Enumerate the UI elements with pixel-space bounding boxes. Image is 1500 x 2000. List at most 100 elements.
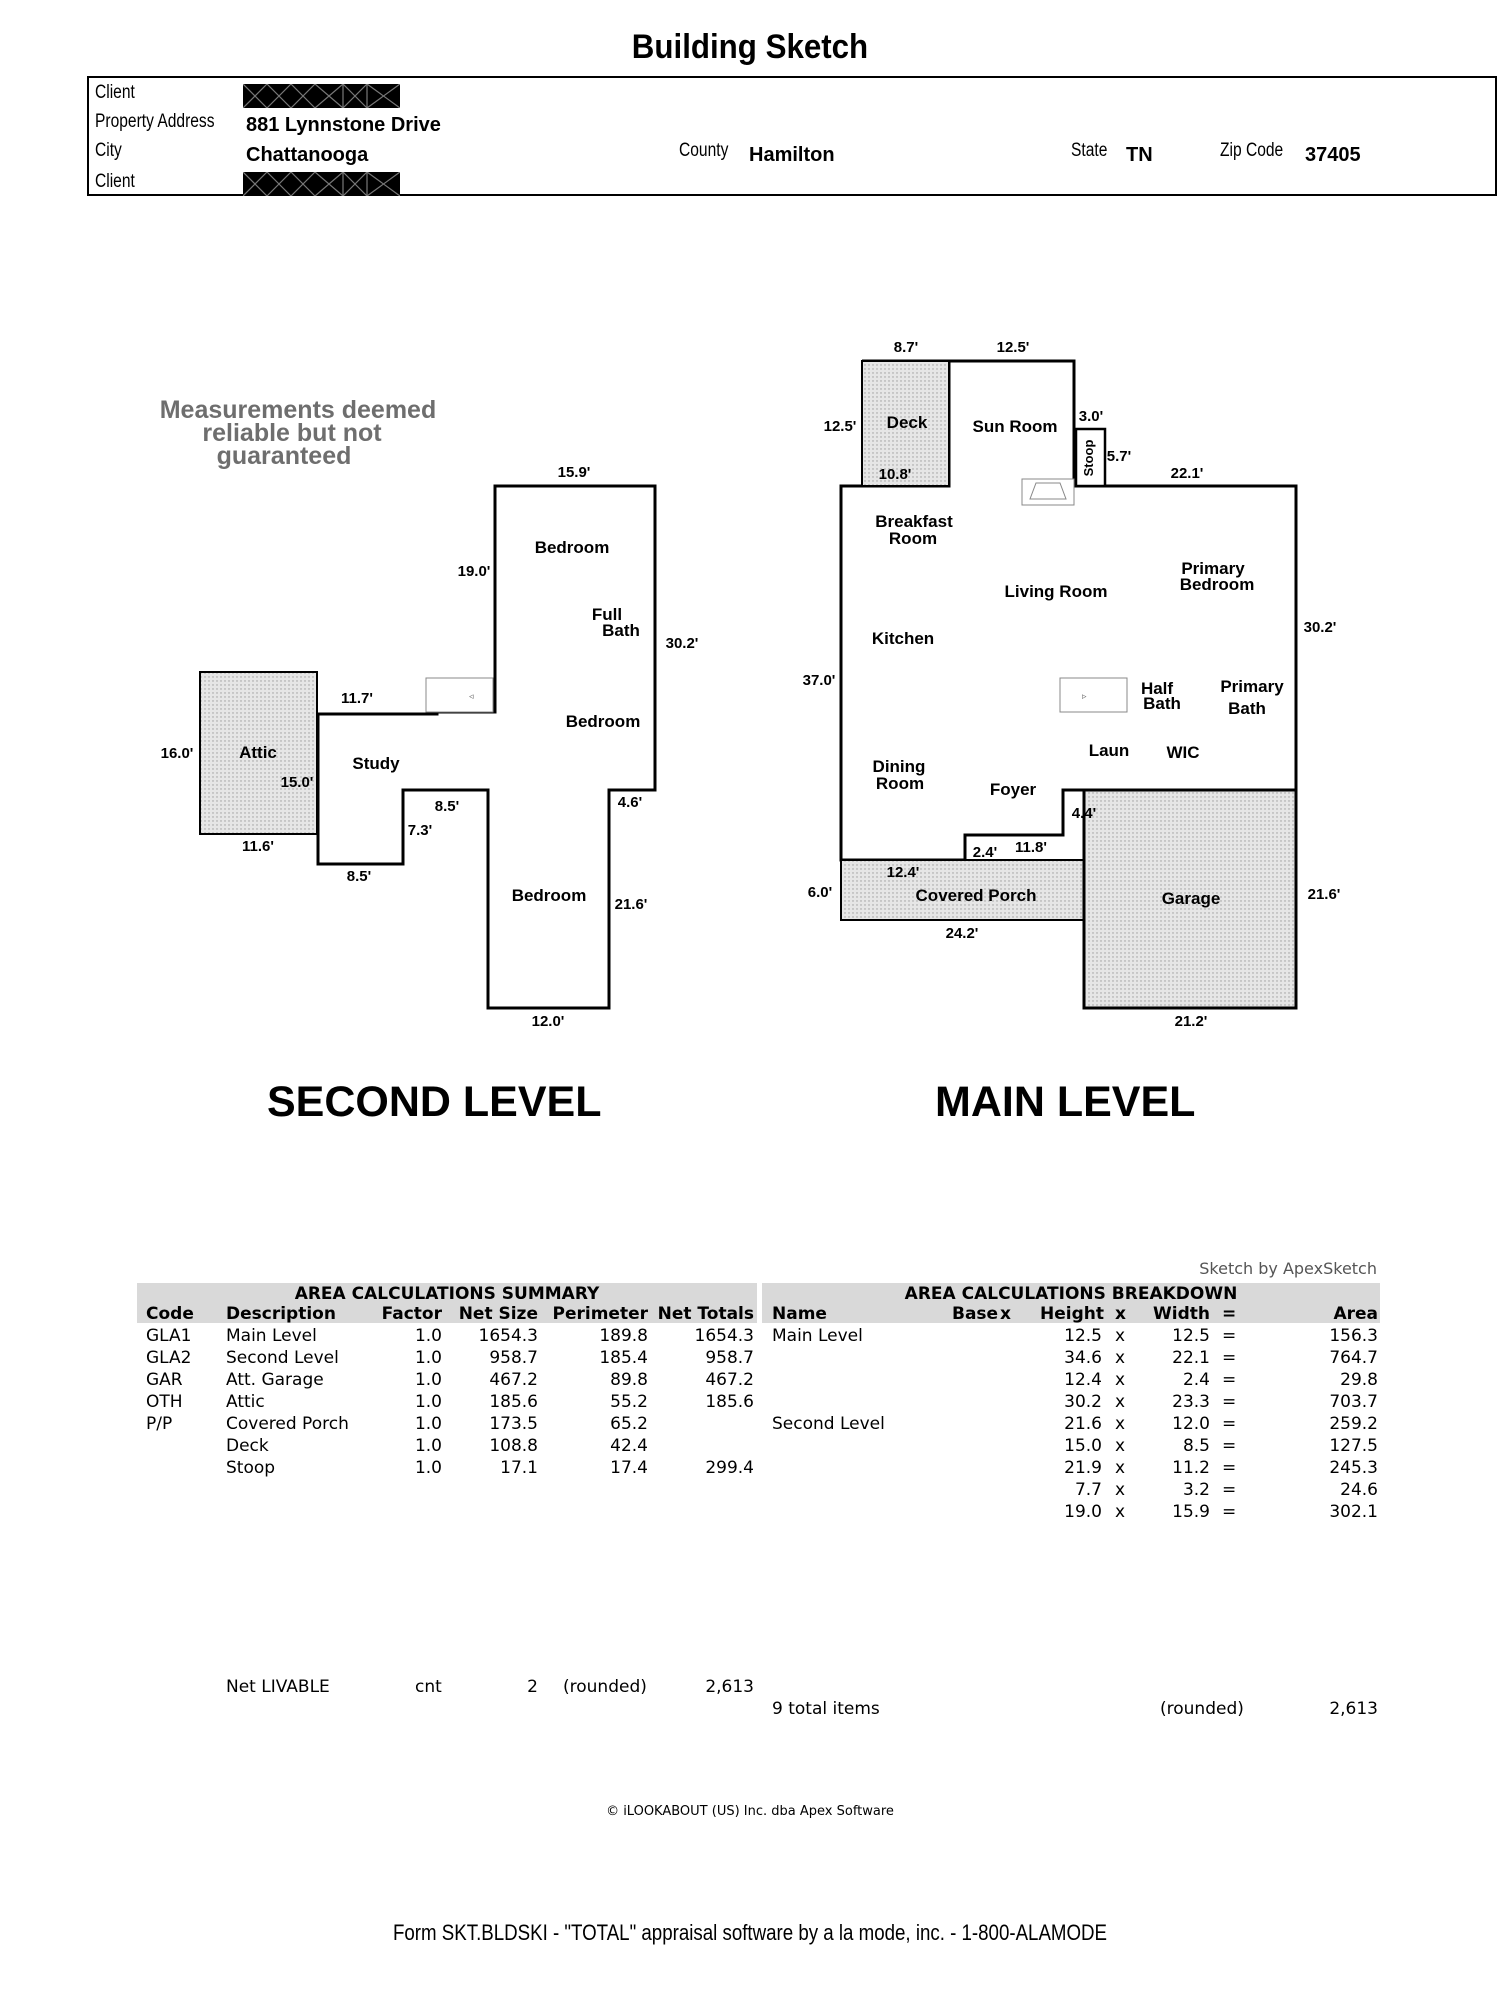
summary-cell: 185.6 xyxy=(489,1392,538,1412)
breakdown-header: Width xyxy=(1153,1304,1210,1324)
dimension-label: 12.5' xyxy=(997,339,1030,356)
main-level-room-labels: Deck Sun Room Stoop Breakfast Room Livin… xyxy=(872,413,1284,908)
stair-symbol xyxy=(425,677,494,713)
breakdown-header: Area xyxy=(1333,1304,1378,1324)
breakdown-footer-items: 9 total items xyxy=(772,1699,880,1719)
copyright: © iLOOKABOUT (US) Inc. dba Apex Software xyxy=(606,1804,894,1819)
breakdown-cell: 21.6 xyxy=(1064,1414,1102,1434)
deck-area xyxy=(861,360,950,487)
summary-cell: 1.0 xyxy=(414,1326,442,1346)
breakdown-cell: x xyxy=(1115,1414,1126,1434)
summary-footer-rounded: (rounded) xyxy=(563,1677,647,1697)
breakdown-cell: 12.5 xyxy=(1172,1326,1210,1346)
breakdown-cell: = xyxy=(1222,1480,1237,1500)
breakdown-cell: = xyxy=(1222,1326,1237,1346)
floor-plan-sketch: Measurements deemed reliable but not gua… xyxy=(160,339,1341,1030)
breakdown-cell: 7.7 xyxy=(1074,1480,1102,1500)
svg-text:▹: ▹ xyxy=(1082,691,1087,701)
city-label: City xyxy=(95,140,122,161)
breakdown-cell: 703.7 xyxy=(1329,1392,1378,1412)
breakdown-header: = xyxy=(1222,1304,1237,1324)
summary-cell: Stoop xyxy=(226,1458,276,1478)
dimension-label: 22.1' xyxy=(1171,465,1204,482)
breakdown-cell: 15.0 xyxy=(1064,1436,1102,1456)
room-label: Bath xyxy=(1228,699,1266,718)
dimension-label: 3.0' xyxy=(1079,408,1103,425)
summary-cell: Second Level xyxy=(226,1348,339,1368)
room-label: Bedroom xyxy=(512,886,587,905)
room-label: Study xyxy=(352,754,400,773)
summary-cell: GAR xyxy=(146,1370,183,1390)
client2-label: Client xyxy=(95,171,135,192)
summary-cell: Deck xyxy=(226,1436,269,1456)
summary-cell: 958.7 xyxy=(705,1348,754,1368)
address-label: Property Address xyxy=(95,111,215,132)
dimension-label: 12.5' xyxy=(824,418,857,435)
dimension-label: 11.6' xyxy=(242,838,274,855)
room-label: Dining xyxy=(873,757,926,776)
dimension-label: 12.0' xyxy=(532,1013,565,1030)
breakdown-cell: 29.8 xyxy=(1340,1370,1378,1390)
breakdown-cell: 34.6 xyxy=(1064,1348,1102,1368)
breakdown-cell: 3.2 xyxy=(1182,1480,1210,1500)
room-label: Bedroom xyxy=(566,712,641,731)
summary-header: Factor xyxy=(381,1304,442,1324)
breakdown-cell: x xyxy=(1115,1458,1126,1478)
summary-cell: 467.2 xyxy=(705,1370,754,1390)
breakdown-cell: 2.4 xyxy=(1182,1370,1210,1390)
summary-cell: 89.8 xyxy=(610,1370,648,1390)
room-label: Bath xyxy=(1143,694,1181,713)
breakdown-cell: 21.9 xyxy=(1064,1458,1102,1478)
summary-cell: 467.2 xyxy=(489,1370,538,1390)
summary-cell: 1654.3 xyxy=(694,1326,754,1346)
summary-cell: 189.8 xyxy=(599,1326,648,1346)
summary-cell: 299.4 xyxy=(705,1458,754,1478)
summary-cell: 1.0 xyxy=(414,1414,442,1434)
breakdown-footer-rounded: (rounded) xyxy=(1160,1699,1244,1719)
breakdown-cell: x xyxy=(1115,1326,1126,1346)
stoop-area xyxy=(1074,427,1107,488)
summary-header: Code xyxy=(146,1304,194,1324)
sketch-by-credit: Sketch by ApexSketch xyxy=(1199,1259,1377,1278)
room-label: WIC xyxy=(1166,743,1199,762)
dimension-label: 4.6' xyxy=(618,794,642,811)
dimension-label: 21.6' xyxy=(615,896,648,913)
second-level-room-labels: Bedroom Full Bath Bedroom Attic Study Be… xyxy=(239,538,640,905)
room-label: Covered Porch xyxy=(916,886,1037,905)
summary-cell: 65.2 xyxy=(610,1414,648,1434)
room-label: Kitchen xyxy=(872,629,934,648)
dimension-label: 19.0' xyxy=(458,563,491,580)
summary-cell: 1.0 xyxy=(414,1436,442,1456)
breakdown-header: x xyxy=(1000,1304,1011,1324)
room-label: Garage xyxy=(1162,889,1221,908)
summary-cell: 1.0 xyxy=(414,1458,442,1478)
breakdown-cell: 12.4 xyxy=(1064,1370,1102,1390)
dimension-label: 16.0' xyxy=(161,745,194,762)
summary-cell: Covered Porch xyxy=(226,1414,349,1434)
dimension-label: 10.8' xyxy=(879,466,912,483)
dimension-label: 8.5' xyxy=(347,868,371,885)
dimension-label: 15.9' xyxy=(558,464,591,481)
room-label: Room xyxy=(876,774,924,793)
summary-cell: OTH xyxy=(146,1392,183,1412)
room-label: Bedroom xyxy=(535,538,610,557)
stair-symbol-main xyxy=(1059,677,1128,713)
summary-cell: 173.5 xyxy=(489,1414,538,1434)
dimension-label: 11.7' xyxy=(341,690,373,707)
svg-text:◃: ◃ xyxy=(469,691,474,701)
breakdown-cell: x xyxy=(1115,1370,1126,1390)
property-header: Client Property Address 881 Lynnstone Dr… xyxy=(87,76,1497,196)
main-level-dimensions: 8.7' 12.5' 12.5' 3.0' 5.7' 10.8' 22.1' 3… xyxy=(803,339,1341,1030)
breakdown-cell: Main Level xyxy=(772,1326,863,1346)
breakdown-cell: 764.7 xyxy=(1329,1348,1378,1368)
address-value: 881 Lynnstone Drive xyxy=(246,114,441,136)
summary-cell: 185.6 xyxy=(705,1392,754,1412)
summary-footer-cnt: cnt xyxy=(415,1677,442,1697)
breakdown-cell: 156.3 xyxy=(1329,1326,1378,1346)
attic-area xyxy=(199,671,318,835)
room-label: Primary xyxy=(1220,677,1284,696)
dimension-label: 21.6' xyxy=(1308,886,1341,903)
summary-header: Description xyxy=(226,1304,336,1324)
dimension-label: 30.2' xyxy=(1304,619,1337,636)
breakdown-cell: x xyxy=(1115,1436,1126,1456)
